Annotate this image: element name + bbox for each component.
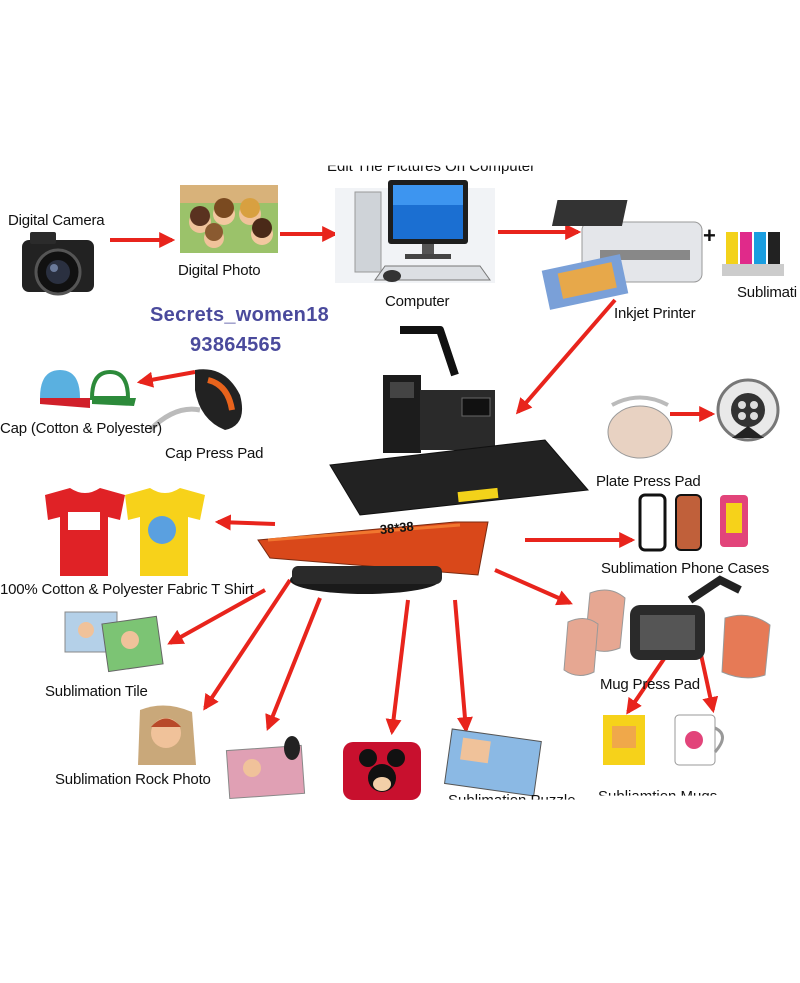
arrow-press-to-tile (167, 588, 266, 645)
watermark: Secrets_women18 93864565 (150, 300, 329, 360)
top-title: Edit The Pictures On Computer (327, 158, 536, 175)
mug-press-pad-image (563, 575, 771, 679)
inkjet-printer-icon: + (541, 200, 716, 310)
label-puzzle: Sublimation Puzzle (448, 792, 576, 809)
tile-images (64, 611, 164, 673)
computer-icon (335, 180, 495, 283)
platen-size-text: 38*38 (379, 519, 414, 537)
rock-photo-image (138, 705, 196, 765)
arrow-press-to-puzzle (453, 599, 473, 734)
svg-text:+: + (703, 223, 716, 248)
label-plate-press-pad: Plate Press Pad (596, 473, 701, 490)
digital-photo-image (180, 185, 278, 253)
label-phone-cases: Sublimation Phone Cases (601, 560, 770, 577)
arrow-press-to-pillow (385, 599, 410, 736)
watermark-line-1: Secrets_women18 (150, 304, 330, 326)
label-cap-press-pad: Cap Press Pad (165, 445, 264, 462)
cap-press-pad-image (148, 369, 243, 432)
ink-bottles-icon (722, 232, 784, 276)
label-cap: Cap (Cotton & Polyester) (0, 420, 162, 437)
cap-images (40, 369, 136, 408)
label-digital-photo: Digital Photo (178, 262, 261, 279)
camera-icon (22, 232, 94, 296)
heat-press-machine (257, 326, 589, 594)
label-sublimation-ink: Sublimati (737, 284, 797, 301)
puzzle-image (443, 728, 542, 797)
arrow-press-to-mousepad (265, 597, 322, 731)
label-inkjet-printer: Inkjet Printer (614, 305, 696, 322)
flow-arrows (110, 224, 719, 736)
label-mug-press-pad: Mug Press Pad (600, 676, 700, 693)
arrow-press-to-rock (203, 578, 292, 711)
label-digital-camera: Digital Camera (8, 212, 105, 229)
arrow-printer-to-press (515, 298, 617, 415)
label-computer: Computer (385, 293, 450, 310)
plate-image (716, 378, 780, 442)
t-shirt-images (45, 488, 205, 576)
pillow-image (343, 742, 421, 800)
label-mugs: Subliamtion Mugs (598, 788, 718, 805)
arrow-cappad-to-cap (136, 370, 196, 388)
mug-images (603, 714, 724, 766)
phone-case-images (638, 493, 748, 552)
mouse-pad-image (225, 736, 306, 800)
label-tile: Sublimation Tile (45, 683, 148, 700)
label-rock-photo: Sublimation Rock Photo (55, 771, 211, 788)
arrow-mugpad-to-cup1 (626, 648, 672, 715)
top-left-smudge (0, 172, 130, 194)
label-t-shirt: 100% Cotton & Polyester Fabric T Shirt (0, 581, 254, 598)
arrow-press-to-mugpad (494, 568, 573, 606)
watermark-line-2: 93864565 (190, 334, 282, 356)
arrow-mugpad-to-cup2 (698, 649, 719, 714)
arrow-press-to-tshirt (214, 514, 276, 531)
plate-press-pad-image (607, 395, 673, 459)
